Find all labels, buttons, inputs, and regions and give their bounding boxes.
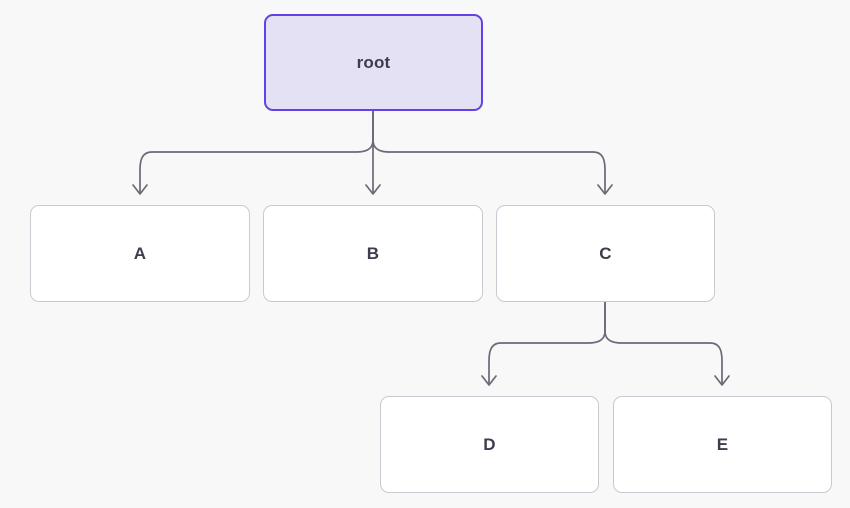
edge-root-to-c-arrowhead bbox=[597, 184, 613, 195]
node-d[interactable]: D bbox=[380, 396, 599, 493]
edge-root-to-b-arrowhead bbox=[365, 184, 381, 195]
edge-c-to-e-arrowhead bbox=[714, 375, 730, 386]
edge-c-to-d bbox=[488, 301, 606, 384]
edge-root-to-a-arrowhead bbox=[132, 184, 148, 195]
node-a[interactable]: A bbox=[30, 205, 250, 302]
edge-c-to-d-arrowhead bbox=[481, 375, 497, 386]
edge-c-to-e bbox=[604, 301, 723, 384]
node-root-label: root bbox=[356, 53, 391, 72]
node-b-label: B bbox=[366, 244, 380, 263]
node-a-label: A bbox=[133, 244, 147, 263]
node-e-label: E bbox=[716, 435, 729, 454]
node-root[interactable]: root bbox=[264, 14, 483, 111]
edge-root-to-a bbox=[139, 110, 374, 193]
node-b[interactable]: B bbox=[263, 205, 483, 302]
node-e[interactable]: E bbox=[613, 396, 832, 493]
edge-root-to-c bbox=[372, 110, 606, 193]
node-d-label: D bbox=[483, 435, 496, 454]
node-c[interactable]: C bbox=[496, 205, 715, 302]
node-c-label: C bbox=[599, 244, 612, 263]
